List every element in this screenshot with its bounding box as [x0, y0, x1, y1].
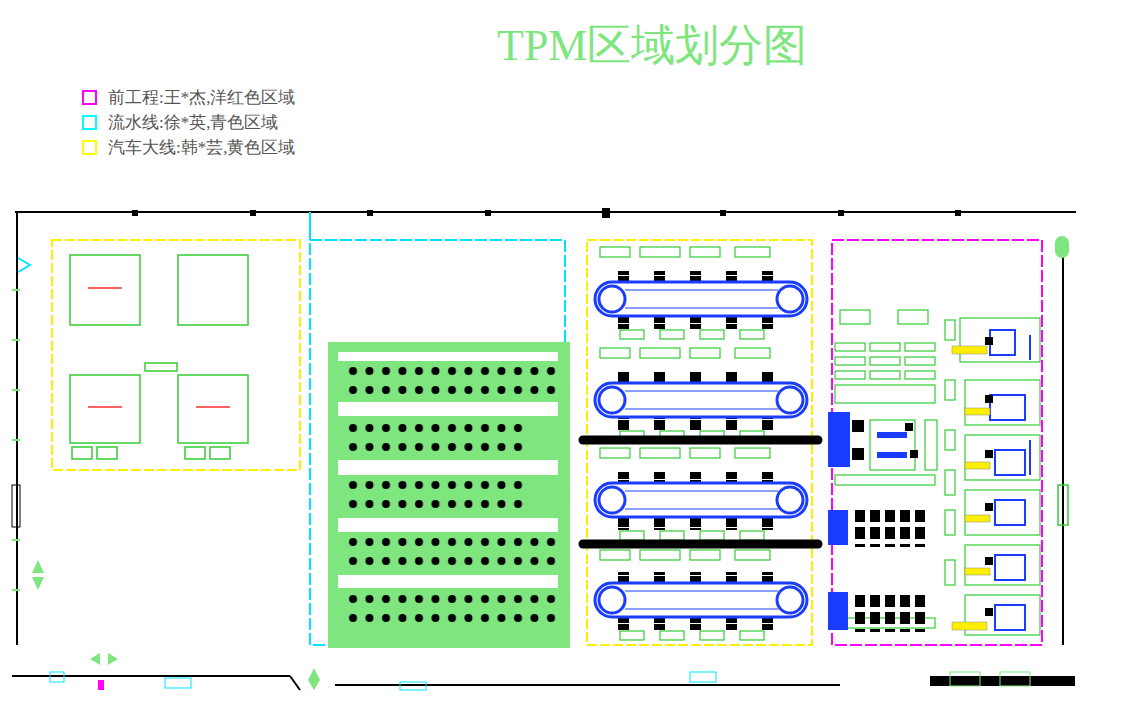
legend-swatch — [82, 90, 97, 105]
legend-swatch — [82, 115, 97, 130]
legend-swatch — [82, 140, 97, 155]
legend-text: 前工程:王*杰,洋红色区域 — [108, 88, 295, 108]
diagram-title: TPM区域划分图 — [497, 20, 807, 73]
legend-text: 汽车大线:韩*芸,黄色区域 — [108, 138, 295, 158]
legend-text: 流水线:徐*英,青色区域 — [108, 113, 278, 133]
